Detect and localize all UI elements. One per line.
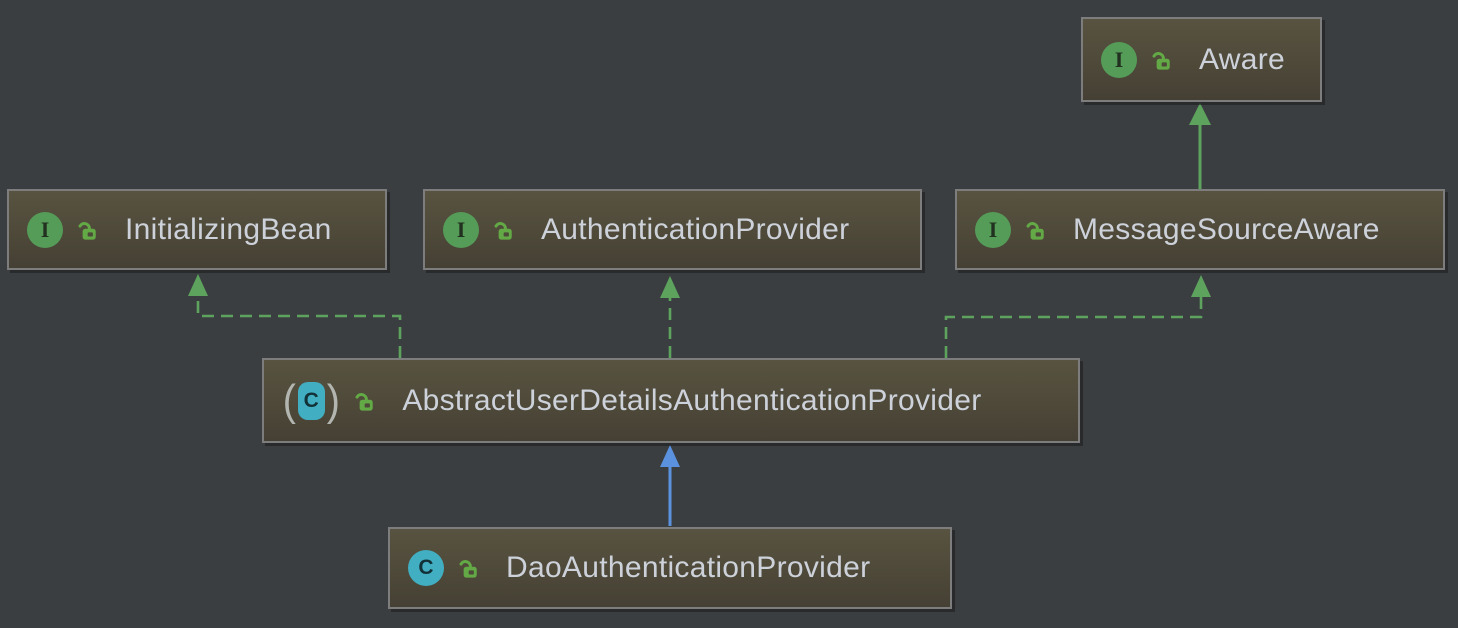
- interface-icon: I: [975, 211, 1011, 248]
- class-node-initializing-bean[interactable]: I InitializingBean: [7, 189, 387, 270]
- abstract-class-icon: ( C ): [282, 375, 340, 425]
- node-label: DaoAuthenticationProvider: [506, 551, 871, 584]
- class-node-aware[interactable]: I Aware: [1081, 17, 1322, 102]
- edge-abstract-implements-message-source-aware: [944, 275, 1211, 358]
- class-node-message-source-aware[interactable]: I MessageSourceAware: [955, 189, 1445, 270]
- public-lock-icon: [1026, 221, 1044, 240]
- interface-icon: I: [27, 211, 63, 248]
- public-lock-icon: [355, 392, 374, 411]
- interface-icon: I: [1101, 41, 1137, 78]
- node-label: AuthenticationProvider: [541, 212, 850, 246]
- node-label: MessageSourceAware: [1073, 212, 1380, 246]
- edge-abstract-implements-initializing-bean: [188, 274, 402, 358]
- node-label: Aware: [1199, 42, 1285, 76]
- class-icon: C: [408, 550, 444, 586]
- class-node-abstract-user-details-authentication-provider[interactable]: ( C ) AbstractUserDetailsAuthenticationP…: [262, 358, 1080, 443]
- edge-message-source-aware-extends-aware: [1189, 103, 1211, 189]
- node-label: AbstractUserDetailsAuthenticationProvide…: [402, 383, 982, 417]
- public-lock-icon: [1152, 51, 1170, 70]
- interface-icon: I: [443, 211, 479, 248]
- edge-dao-extends-abstract: [660, 445, 680, 526]
- public-lock-icon: [494, 221, 512, 240]
- public-lock-icon: [459, 560, 477, 578]
- public-lock-icon: [78, 221, 96, 240]
- class-node-authentication-provider[interactable]: I AuthenticationProvider: [423, 189, 922, 270]
- class-node-dao-authentication-provider[interactable]: C DaoAuthenticationProvider: [388, 527, 952, 609]
- node-label: InitializingBean: [125, 212, 332, 246]
- edge-abstract-implements-authentication-provider: [660, 276, 680, 358]
